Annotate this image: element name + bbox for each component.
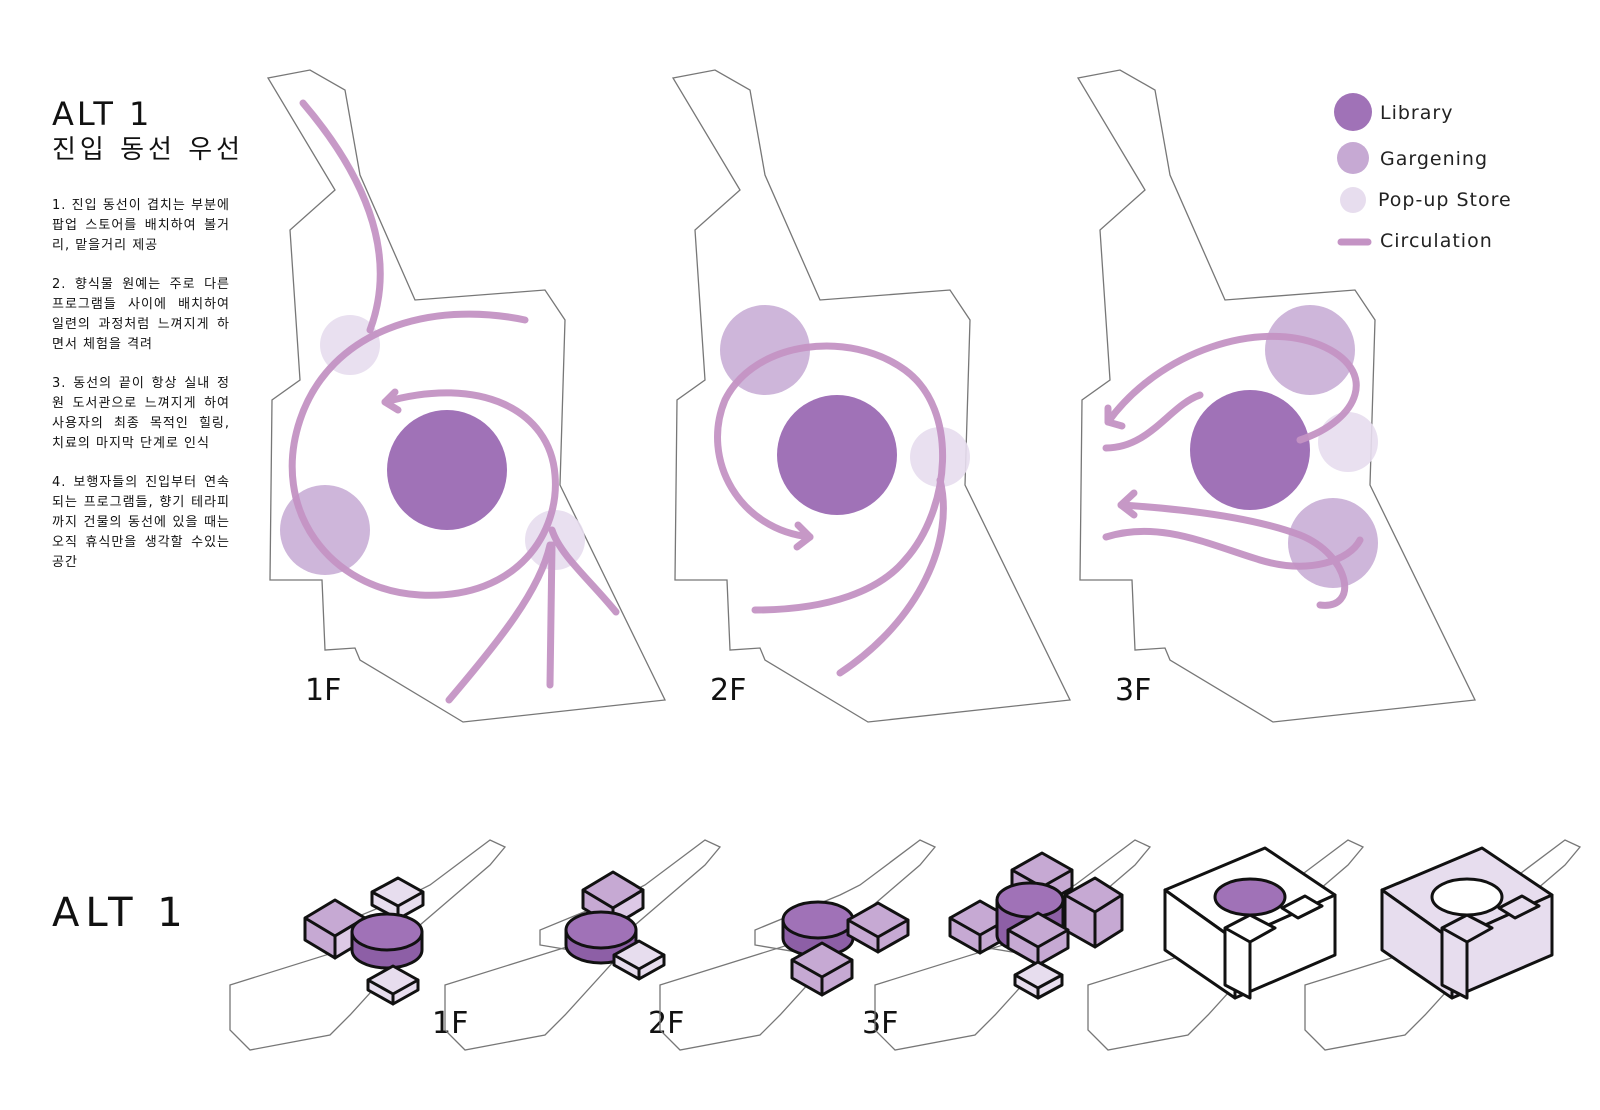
circulation-paths-1f <box>288 99 620 704</box>
library-cylinder <box>350 912 424 952</box>
page-subtitle: 진입 동선 우선 <box>52 135 245 165</box>
legend-swatch-library <box>1334 93 1372 131</box>
legend-swatch-gardening <box>1337 142 1369 174</box>
massing-title: ALT 1 <box>52 890 189 936</box>
library-cylinder <box>564 910 638 950</box>
library-circle <box>1190 390 1310 510</box>
gardening-circle <box>280 485 370 575</box>
gardening-block <box>1063 876 1124 949</box>
gardening-block <box>846 901 910 954</box>
site-outline-2f <box>672 69 1071 723</box>
library-circle <box>777 395 897 515</box>
plan-2f: 2F <box>672 69 1071 723</box>
massing-building-white <box>1087 839 1364 1051</box>
massing-1f: 1F <box>229 839 506 1051</box>
popup-block <box>370 876 425 921</box>
note-1: 1. 진입 동선이 겹치는 부분에 팝업 스토어를 배치하여 볼거리, 맡을거리… <box>52 198 230 253</box>
legend-swatch-popup <box>1340 187 1366 213</box>
massing-building-lilac <box>1304 839 1581 1051</box>
gardening-circle <box>1265 305 1355 395</box>
note-4: 4. 보행자들의 진입부터 연속되는 프로그램들, 향기 테라피까지 건물의 동… <box>52 475 230 570</box>
plan-1f: 1F <box>267 69 666 723</box>
circulation-paths-2f <box>714 342 947 677</box>
floor-label-3f: 3F <box>1115 673 1151 708</box>
heading: ALT 1 진입 동선 우선 <box>52 95 244 167</box>
circulation-paths-3f <box>1102 332 1364 609</box>
popup-block <box>612 939 666 981</box>
massing-3f: 3F <box>659 839 936 1051</box>
legend-label-gardening: Gargening <box>1380 148 1488 170</box>
note-2: 2. 향식물 원예는 주로 다른 프로그램들 사이에 배치하여 일련의 과정처럼… <box>52 277 230 352</box>
design-notes: 1. 진입 동선이 겹치는 부분에 팝업 스토어를 배치하여 볼거리, 맡을거리… <box>52 196 230 592</box>
popup-block <box>1013 960 1064 1000</box>
floor-label-2f: 2F <box>710 673 746 708</box>
popup-block <box>366 964 420 1006</box>
page-title: ALT 1 <box>52 95 153 133</box>
library-cylinder <box>781 900 855 940</box>
legend-label-library: Library <box>1380 102 1453 124</box>
plan-3f: 3F <box>1077 69 1476 723</box>
library-void <box>1213 877 1287 917</box>
floor-label-1f: 1F <box>305 673 341 708</box>
legend-label-popup: Pop-up Store <box>1378 189 1512 211</box>
gardening-block <box>1006 911 1070 967</box>
popup-circle <box>1318 412 1378 472</box>
legend: Library Gargening Pop-up Store Circulati… <box>1334 93 1512 252</box>
legend-label-circulation: Circulation <box>1380 230 1493 252</box>
gardening-circle <box>1288 498 1378 588</box>
massing-floor-2f: 2F <box>648 1006 684 1041</box>
library-circle <box>387 410 507 530</box>
massing-2f: 2F <box>444 839 721 1051</box>
massing-combined <box>874 839 1151 1051</box>
courtyard-void <box>1430 877 1504 917</box>
gardening-block <box>790 941 854 997</box>
note-3: 3. 동선의 끝이 항상 실내 정원 도서관으로 느껴지게 하여 사용자의 최종… <box>52 376 230 451</box>
library-cylinder <box>995 881 1065 919</box>
